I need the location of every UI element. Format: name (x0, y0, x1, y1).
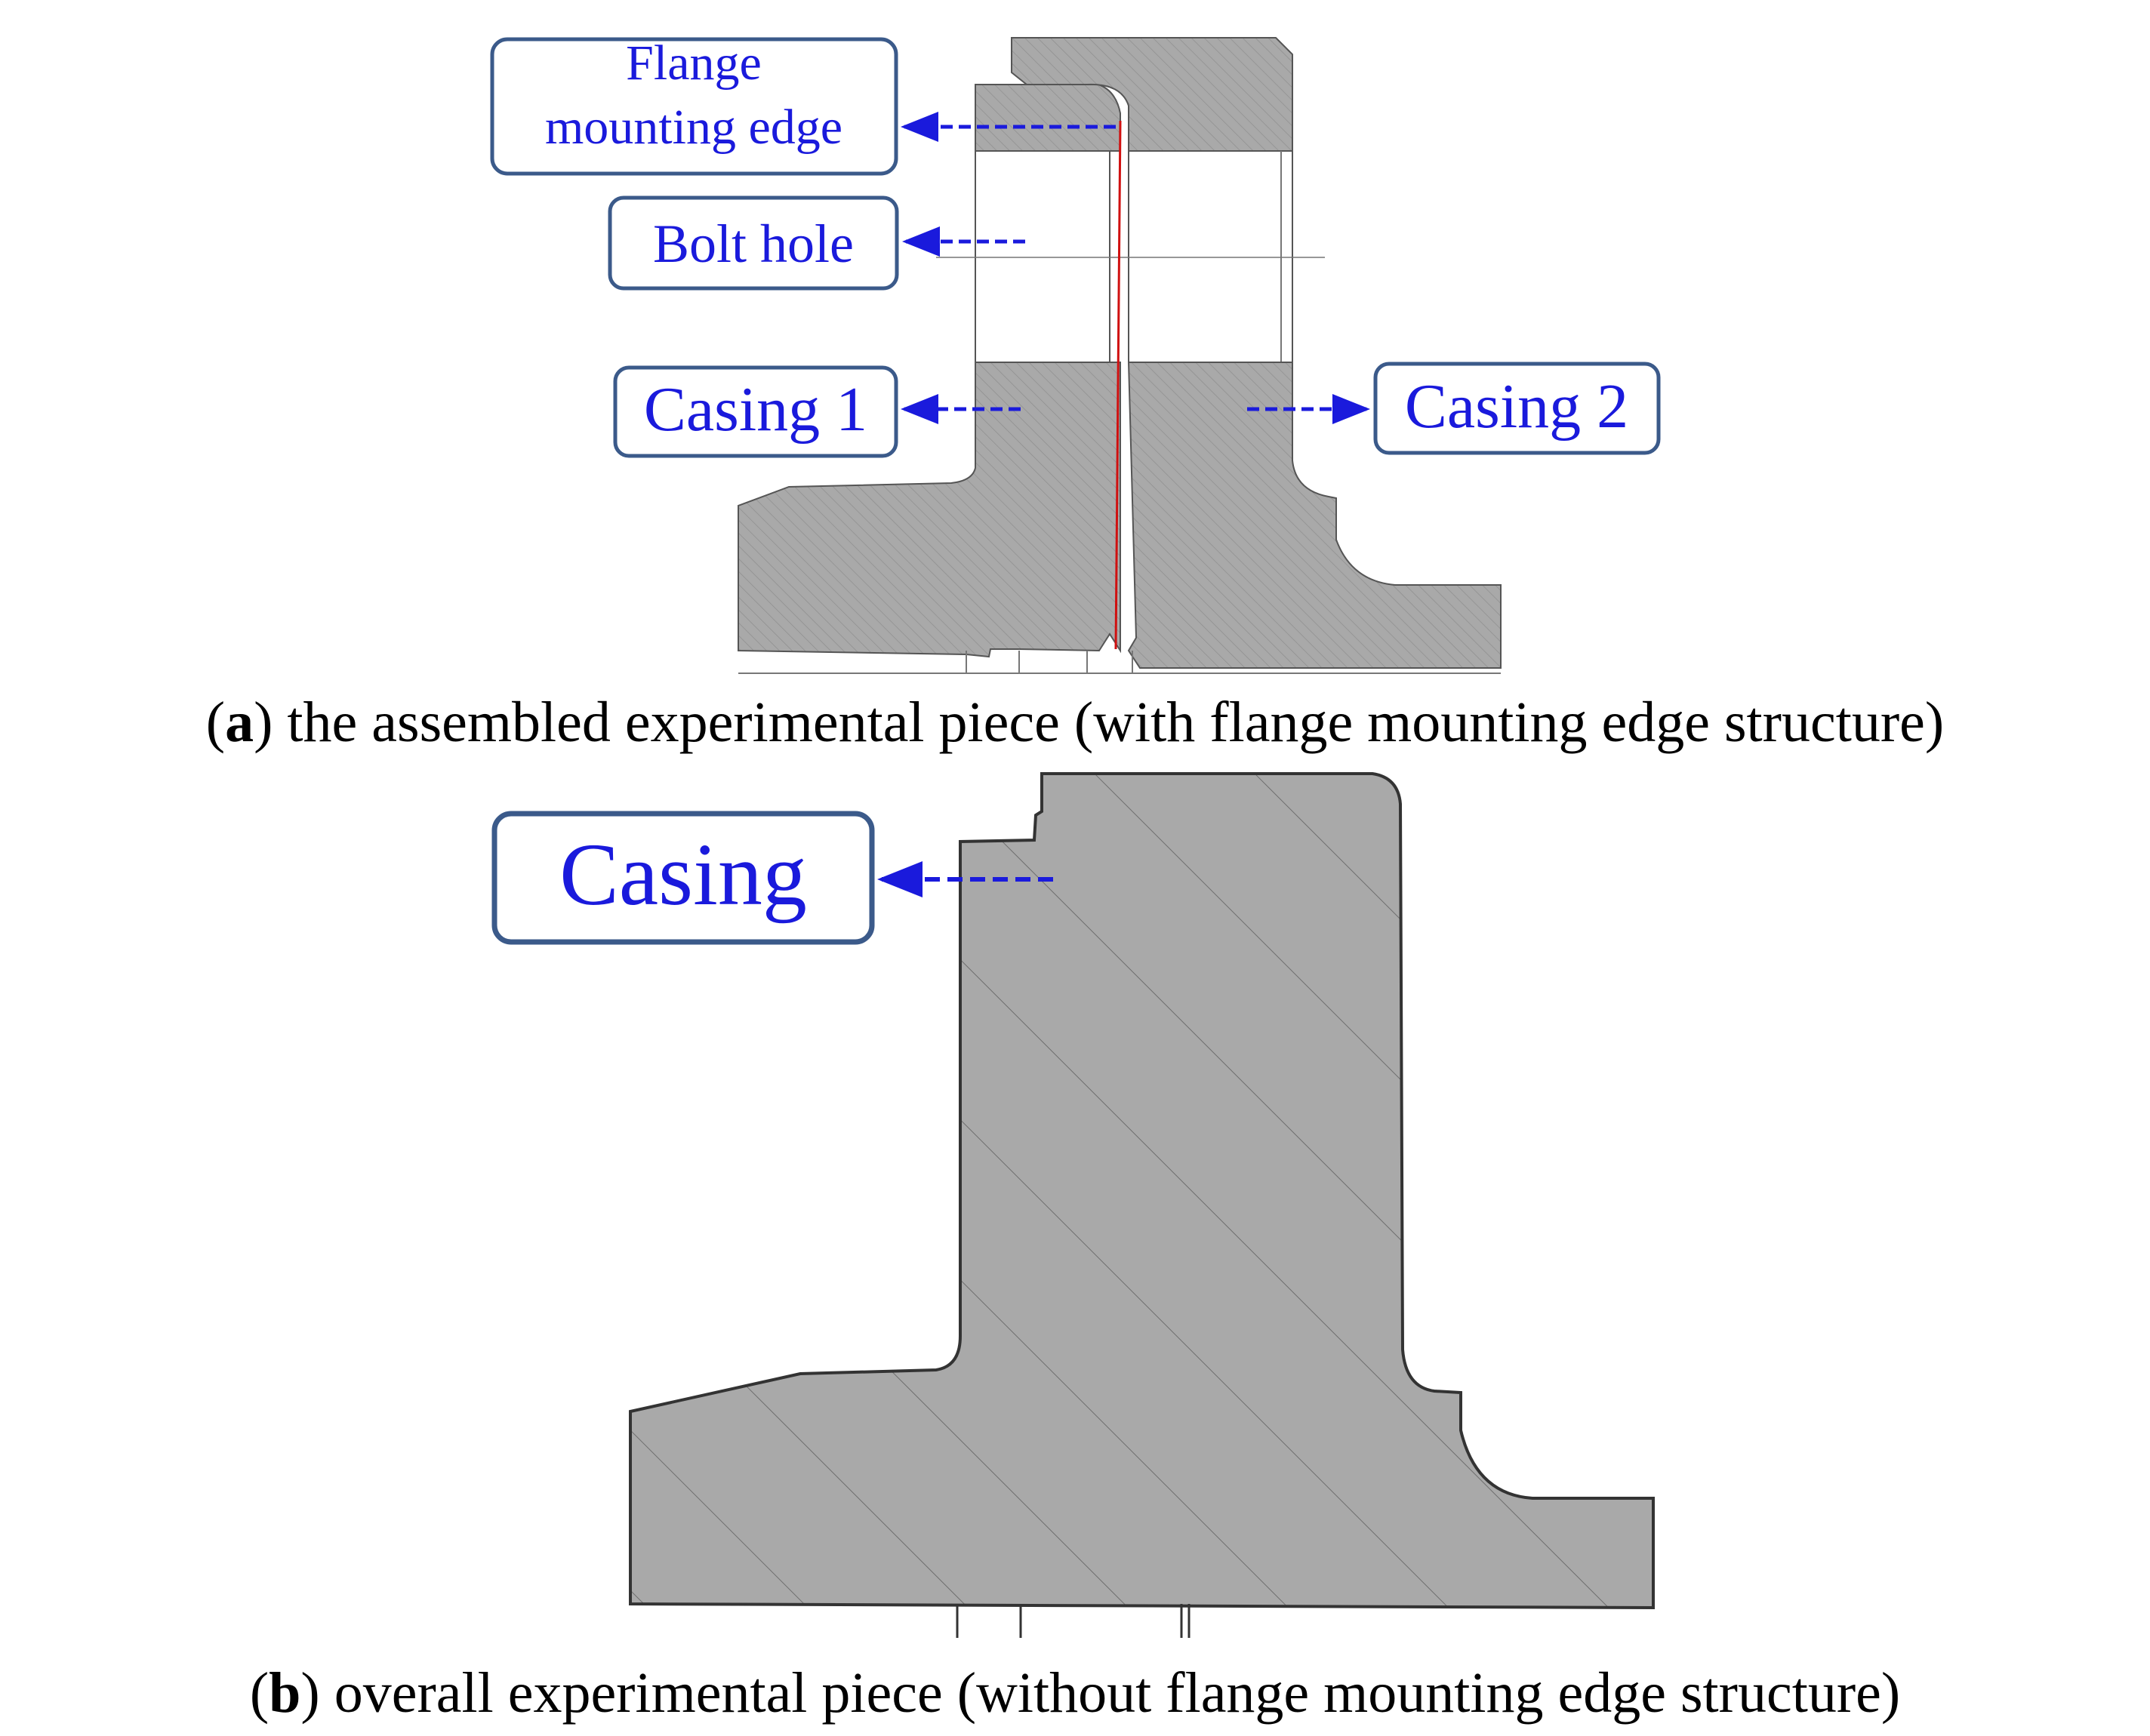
caption-b-text: ) overall experimental piece (without fl… (300, 1661, 1900, 1725)
casing-2-callout-box (1373, 362, 1661, 455)
panel-b: Casing (b) overall experimental piece (w… (250, 772, 1900, 1725)
casing-2-section (1011, 37, 1502, 669)
flange-callout-box (490, 37, 898, 176)
overall-casing-section (629, 772, 1655, 1610)
casing-callout-box (491, 811, 875, 945)
caption-a-open: ( (206, 691, 225, 754)
flange-mounting-edge (975, 84, 1121, 152)
casing-1-section (738, 150, 1121, 658)
panel-a: Flange mounting edge Bolt hole Casing 1 … (206, 35, 1944, 754)
bolt-hole-callout-box (608, 195, 899, 291)
casing-2-label: Casing 2 (1405, 371, 1628, 442)
flange-callout: Flange mounting edge (490, 35, 1116, 176)
caption-a: (a) the assembled experimental piece (wi… (206, 691, 1944, 754)
caption-a-letter: a (225, 691, 254, 754)
casing-callout: Casing (491, 811, 1053, 945)
caption-b-letter: b (269, 1661, 300, 1725)
interface-line (1114, 120, 1122, 650)
flange-label-line2: mounting edge (545, 100, 842, 155)
casing-1-label: Casing 1 (644, 374, 867, 445)
bolt-hole-label: Bolt hole (653, 214, 854, 274)
casing-2-callout: Casing 2 (1247, 362, 1661, 455)
casing-label: Casing (559, 825, 807, 924)
bolt-hole-callout: Bolt hole (608, 195, 1025, 291)
caption-b: (b) overall experimental piece (without … (250, 1661, 1900, 1725)
casing-1-callout: Casing 1 (613, 365, 1021, 458)
casing-1-callout-box (613, 365, 898, 458)
caption-b-open: ( (250, 1661, 269, 1725)
flange-label-line1: Flange (626, 35, 762, 91)
caption-a-text: ) the assembled experimental piece (with… (254, 691, 1944, 754)
